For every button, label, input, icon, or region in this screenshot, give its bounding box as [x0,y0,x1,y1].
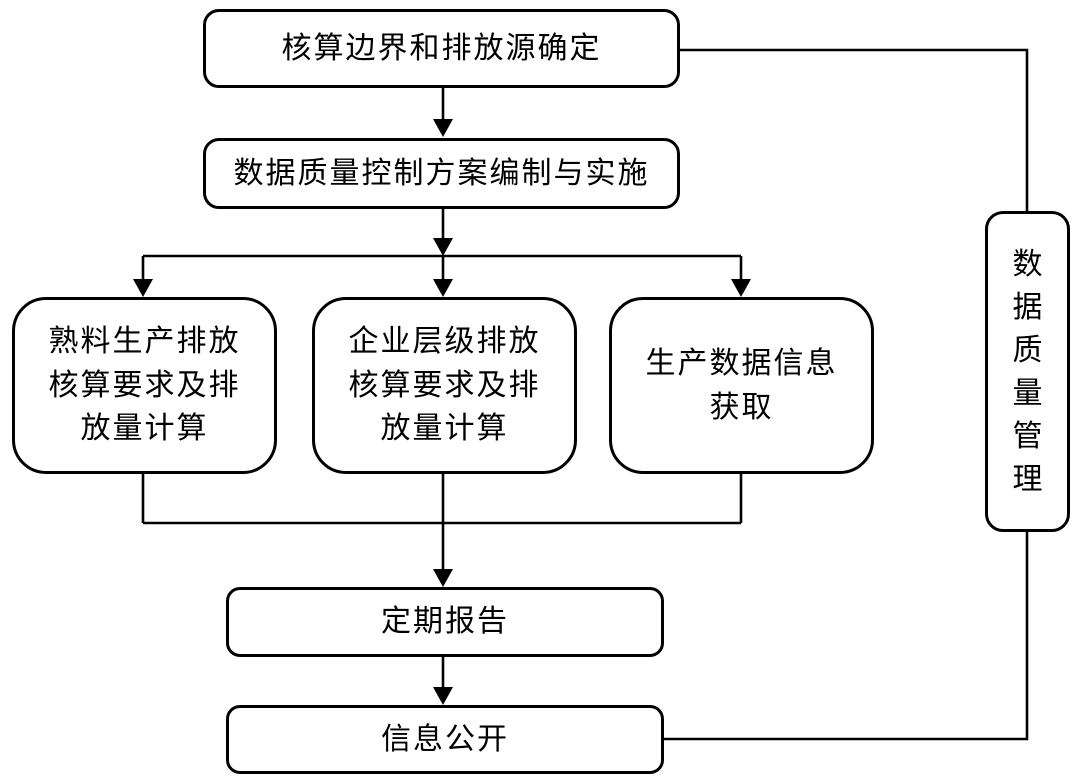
node-quality-control-plan-label: 数据质量控制方案编制与实施 [233,156,650,190]
node-production-data-label: 生产数据信息 获取 [645,347,838,424]
arrowhead-branch-to-enterprise [433,279,453,297]
arrowhead-merge-to-report [433,569,453,587]
node-enterprise-emission: 企业层级排放 核算要求及排 放量计算 [312,297,577,474]
node-clinker-emission: 熟料生产排放 核算要求及排 放量计算 [12,297,277,474]
node-accounting-boundary: 核算边界和排放源确定 [203,9,680,88]
connector-boundary-to-management [679,48,1029,212]
arrowhead-branch-to-clinker [133,279,153,297]
node-periodic-report: 定期报告 [226,587,664,657]
node-accounting-boundary-label: 核算边界和排放源确定 [281,31,602,65]
node-information-disclosure-label: 信息公开 [381,722,509,756]
node-enterprise-emission-label: 企业层级排放 核算要求及排 放量计算 [348,325,541,446]
node-production-data: 生产数据信息 获取 [609,297,874,474]
node-clinker-emission-label: 熟料生产排放 核算要求及排 放量计算 [48,325,241,446]
arrowhead-branch-to-production [731,279,751,297]
node-data-quality-management: 数据质量管理 [985,211,1070,532]
node-data-quality-management-label: 数据质量管理 [1012,247,1043,496]
connector-management-to-disclosure [664,532,1029,741]
node-periodic-report-label: 定期报告 [381,605,509,639]
arrowhead-plan-to-branch [433,238,453,256]
node-quality-control-plan: 数据质量控制方案编制与实施 [203,138,680,209]
arrowhead-boundary-to-plan [433,119,453,137]
arrowhead-report-to-disclosure [433,687,453,705]
node-information-disclosure: 信息公开 [226,705,664,774]
